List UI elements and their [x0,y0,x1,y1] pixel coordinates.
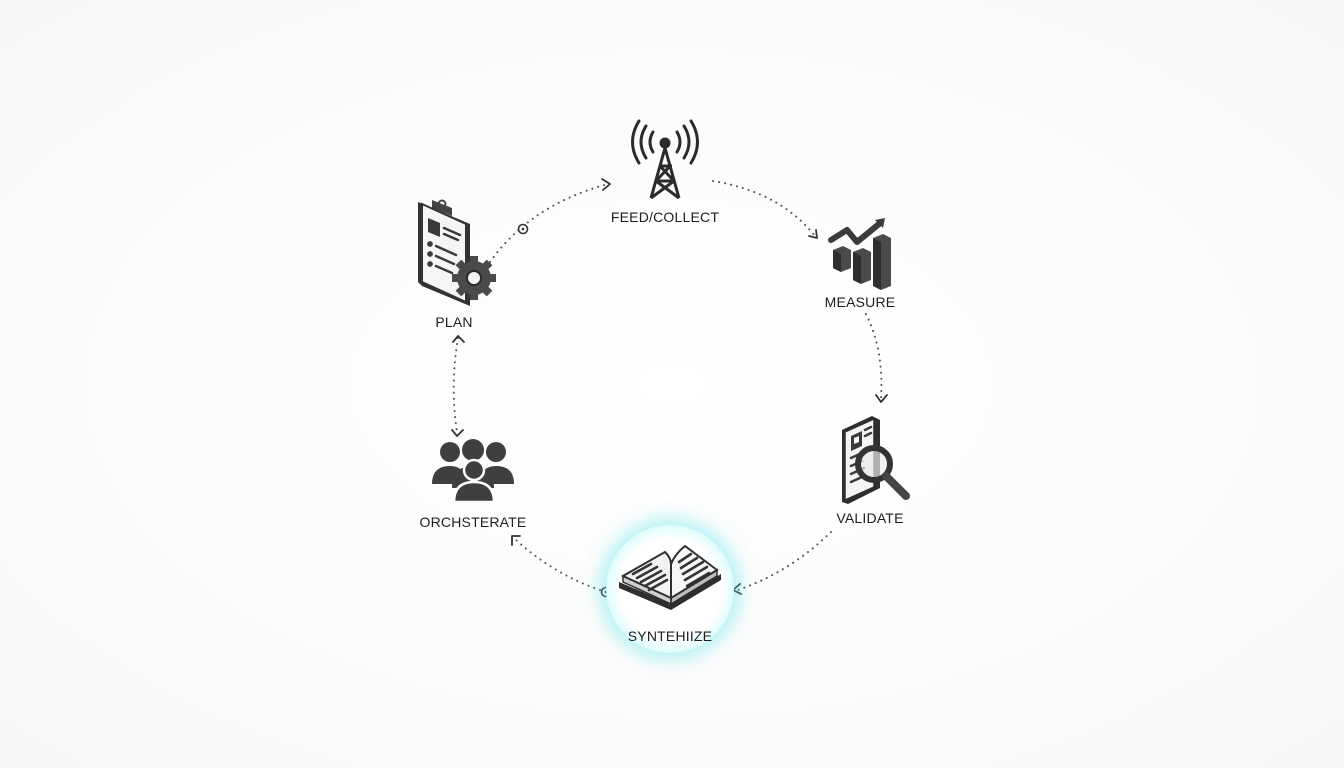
arrowhead-measure [808,229,818,239]
edge-plan-to-feed [489,183,609,263]
edge-synthesize-to-orchestrate [515,539,601,591]
node-validate[interactable]: VALIDATE [815,410,925,526]
bar-chart-trend-icon [828,218,891,290]
node-label: VALIDATE [836,510,904,526]
arrowhead-plan-up [452,335,465,343]
radio-tower-icon [631,119,699,200]
arrowhead-orchestrate [511,535,521,546]
node-plan[interactable]: PLAN [404,194,504,330]
node-label: ORCHSTERATE [419,514,527,530]
node-label: SYNTEHIIZE [627,628,713,644]
people-group-icon [432,439,514,504]
node-feed-collect[interactable]: FEED/COLLECT [600,118,730,225]
document-magnifier-icon [842,416,910,504]
edge-validate-to-synthesize [737,531,832,591]
node-label: PLAN [435,314,473,330]
node-label: MEASURE [824,294,896,310]
node-measure[interactable]: MEASURE [805,214,915,310]
arrowhead-validate [875,394,888,403]
arrowhead-feed [601,178,611,191]
node-orchestrate[interactable]: ORCHSTERATE [408,438,538,530]
edge-measure-to-validate [865,313,883,399]
clipboard-gear-icon [418,199,496,306]
node-synthesize[interactable]: SYNTEHIIZE [605,540,735,644]
node-label: FEED/COLLECT [610,209,720,225]
edge-orchestrate-to-plan [452,337,459,433]
open-book-icon [619,544,721,610]
arrowhead-orchestrate-down [451,429,464,437]
